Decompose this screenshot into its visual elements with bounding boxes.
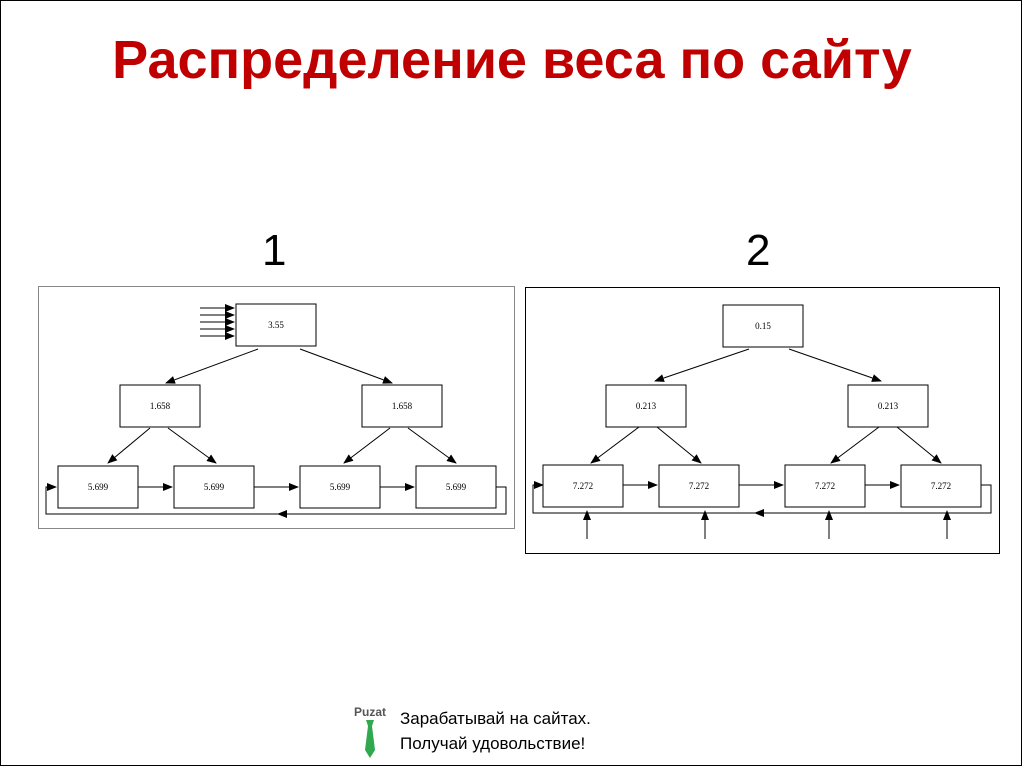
diagram-2: 0.15 0.213 0.213 7.272 7.272 7.272 7.272 — [525, 287, 1001, 555]
node-mid-right-value: 1.658 — [392, 401, 413, 411]
node-bottom-4-value: 7.272 — [931, 481, 951, 491]
node-top: 3.55 — [235, 303, 317, 347]
footer-line-1: Зарабатывай на сайтах. — [400, 709, 591, 728]
node-bottom-1: 5.699 — [57, 465, 139, 509]
footer-slogan: Зарабатывай на сайтах. Получай удовольст… — [400, 706, 591, 756]
node-top-value: 3.55 — [268, 320, 284, 330]
node-mid-right-value: 0.213 — [878, 401, 899, 411]
node-bottom-4: 7.272 — [900, 464, 982, 508]
node-mid-left: 1.658 — [119, 384, 201, 428]
tree-edges — [107, 348, 457, 464]
node-bottom-2: 7.272 — [658, 464, 740, 508]
node-bottom-4-value: 5.699 — [446, 482, 467, 492]
node-mid-left-value: 0.213 — [636, 401, 657, 411]
node-bottom-1-value: 5.699 — [88, 482, 109, 492]
puzat-logo: Puzat — [354, 705, 386, 758]
diagram-1: 3.55 1.658 1.658 5.699 5.699 5.699 5.699 — [38, 286, 516, 530]
node-bottom-4: 5.699 — [415, 465, 497, 509]
incoming-links — [200, 304, 235, 340]
tree-edges — [590, 348, 942, 464]
incoming-links — [583, 510, 951, 539]
chain-edges — [532, 481, 992, 517]
node-mid-right: 0.213 — [847, 384, 929, 428]
chain-edges — [45, 483, 507, 518]
slide-title: Распределение веса по сайту — [112, 30, 912, 90]
node-bottom-3: 5.699 — [299, 465, 381, 509]
tie-icon — [365, 720, 375, 758]
node-mid-right: 1.658 — [361, 384, 443, 428]
node-bottom-2-value: 5.699 — [204, 482, 225, 492]
node-bottom-1: 7.272 — [542, 464, 624, 508]
node-top-value: 0.15 — [755, 321, 771, 331]
diagram-2-label: 2 — [746, 226, 771, 275]
node-bottom-3-value: 5.699 — [330, 482, 351, 492]
footer-line-2: Получай удовольствие! — [400, 734, 586, 753]
node-bottom-2: 5.699 — [173, 465, 255, 509]
node-bottom-2-value: 7.272 — [689, 481, 709, 491]
diagram-1-label: 1 — [262, 226, 287, 275]
node-bottom-1-value: 7.272 — [573, 481, 593, 491]
logo-text: Puzat — [354, 705, 386, 719]
node-bottom-3: 7.272 — [784, 464, 866, 508]
node-mid-left: 0.213 — [605, 384, 687, 428]
node-bottom-3-value: 7.272 — [815, 481, 835, 491]
node-mid-left-value: 1.658 — [150, 401, 171, 411]
node-top: 0.15 — [722, 304, 804, 348]
